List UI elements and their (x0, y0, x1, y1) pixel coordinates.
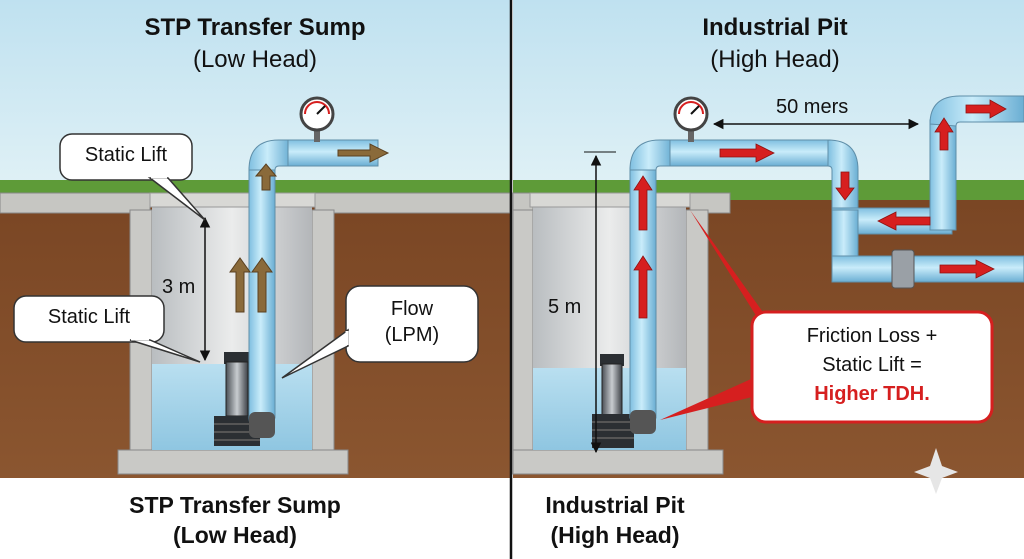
left-bottom-band (0, 478, 510, 559)
left-callout-static-lift-bottom-label: Static Lift (47, 306, 131, 328)
right-bottom-subtitle: (High Head) (550, 522, 680, 548)
left-subtitle: (Low Head) (192, 46, 318, 73)
left-flow-arrow-1 (229, 257, 251, 313)
left-bottom-title: STP Transfer Sump (129, 492, 341, 518)
distance-label: 50 mers (776, 96, 849, 118)
right-sump-floor (512, 449, 724, 475)
left-slab-right (314, 192, 511, 214)
tdh-line2: Static Lift = (822, 354, 922, 376)
left-pressure-gauge-icon (299, 96, 335, 142)
tdh-highlight: Higher TDH. (814, 383, 930, 405)
flow-label-line2: (LPM) (384, 324, 440, 346)
left-flow-arrow-3 (337, 143, 390, 163)
left-callout-flow-label: Flow (LPM) (346, 296, 478, 348)
right-panel (512, 0, 1024, 559)
right-subtitle: (High Head) (710, 46, 840, 73)
left-panel (0, 0, 511, 559)
right-title: Industrial Pit (702, 14, 848, 41)
tdh-line1: Friction Loss + (806, 325, 938, 347)
valve-icon (891, 249, 915, 289)
right-dimension-label: 5 m (548, 296, 582, 318)
left-bottom-subtitle: (Low Head) (173, 522, 297, 548)
sparkle-icon (914, 448, 958, 494)
flow-label-line1: Flow (390, 298, 434, 320)
right-callout-tdh (660, 210, 994, 424)
left-pipe-elbow-bottom (249, 412, 275, 438)
left-callout-static-lift-top (59, 133, 206, 221)
right-pressure-gauge-icon (673, 96, 709, 142)
right-pipe-elbow-bottom (630, 410, 656, 434)
left-flow-arrow-4 (254, 163, 278, 191)
right-flow-arrows (633, 99, 1007, 319)
left-callout-static-lift-bottom (13, 295, 201, 363)
left-dimension-label: 3 m (162, 276, 196, 298)
right-bottom-title: Industrial Pit (545, 492, 685, 518)
right-lower-pipe (831, 255, 1024, 283)
left-flow-arrow-2 (251, 257, 273, 313)
right-sump-wall-right (685, 209, 709, 451)
right-sump-rim (529, 192, 691, 208)
right-bottom-band (513, 478, 1024, 559)
left-sump-wall-right (311, 209, 335, 451)
left-slab-left (0, 192, 151, 214)
right-sump-wall-left (512, 209, 534, 451)
right-callout-tdh-text: Friction Loss + Static Lift = Higher TDH… (752, 322, 992, 409)
left-sump-floor (117, 449, 349, 475)
left-callout-flow (281, 285, 479, 379)
left-title: STP Transfer Sump (144, 14, 366, 41)
left-callout-static-lift-top-label: Static Lift (84, 144, 168, 166)
